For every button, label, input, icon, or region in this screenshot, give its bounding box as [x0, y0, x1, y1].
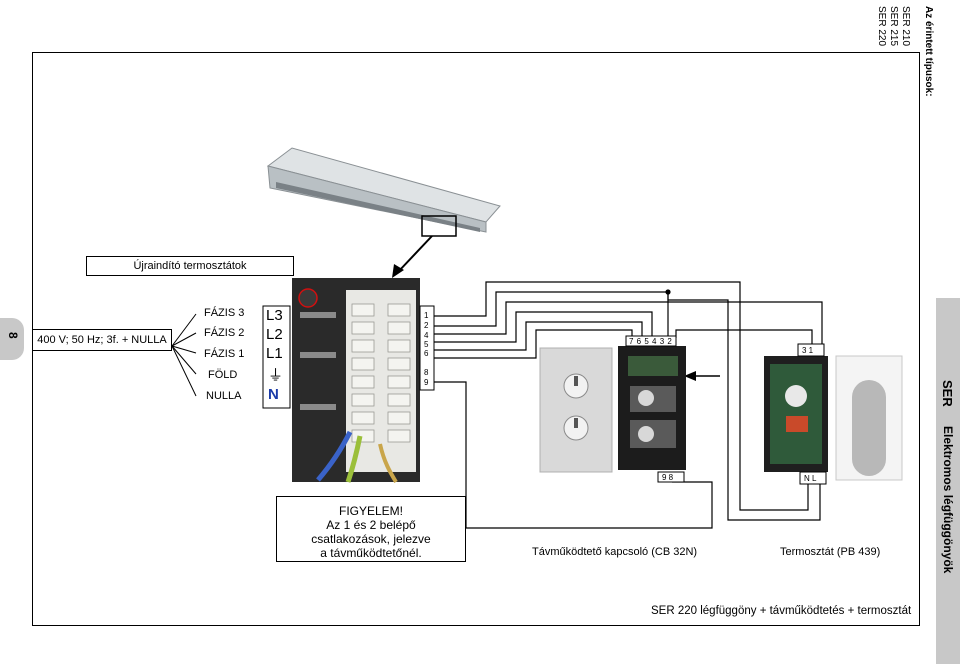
- terminal-number: 8: [424, 368, 429, 377]
- thermostat-bottom-terminals: N L: [804, 474, 817, 483]
- earth-symbol: ⏚: [268, 367, 284, 384]
- warning-title: FIGYELEM!: [338, 504, 403, 518]
- warning-box: FIGYELEM! Az 1 és 2 belépő csatlakozások…: [276, 496, 466, 562]
- phase-label: NULLA: [206, 390, 242, 402]
- phase-label: FÁZIS 2: [204, 327, 245, 339]
- restart-thermostats-label: Újraindító termosztátok: [86, 256, 294, 276]
- page-number-tab: [0, 318, 24, 360]
- remote-switch-bottom-terminals: 9 8: [662, 473, 674, 482]
- terminal-symbol: N: [268, 386, 279, 403]
- thermostat-cover: [835, 355, 903, 481]
- remote-switch-top-terminals: 7 6 5 4 3 2: [629, 337, 673, 346]
- terminal-block-photo: [292, 278, 420, 484]
- control-wires: [434, 281, 823, 529]
- terminal-number: 2: [424, 321, 429, 330]
- phase-label: FÁZIS 1: [204, 348, 245, 360]
- terminal-number: 9: [424, 378, 429, 387]
- terminal-number: 6: [424, 349, 429, 358]
- thermostat-top-terminals: 3 1: [802, 346, 814, 355]
- warning-line: a távműködtetőnél.: [320, 546, 422, 560]
- remote-switch-panel: [539, 347, 613, 473]
- thermostat-device: [764, 356, 828, 472]
- side-band: [936, 298, 960, 664]
- warning-line: csatlakozások, jelezve: [311, 532, 431, 546]
- terminal-number: 5: [424, 340, 429, 349]
- terminal-symbol: L2: [266, 326, 283, 343]
- terminal-symbol: L1: [266, 345, 283, 362]
- thermostat-caption: Termosztát (PB 439): [780, 546, 881, 558]
- terminal-symbol: L3: [266, 307, 283, 324]
- warning-line: Az 1 és 2 belépő: [326, 518, 416, 532]
- phase-label: FÖLD: [208, 369, 238, 381]
- air-curtain-unit: [266, 147, 501, 237]
- remote-switch-caption: Távműködtető kapcsoló (CB 32N): [532, 546, 698, 558]
- remote-switch-device: [618, 346, 686, 470]
- terminal-number: 4: [424, 331, 429, 340]
- supply-label: 400 V; 50 Hz; 3f. + NULLA: [32, 329, 172, 351]
- phase-label: FÁZIS 3: [204, 307, 245, 319]
- terminal-number: 1: [424, 311, 429, 320]
- footer-caption: SER 220 légfüggöny + távműködtetés + ter…: [651, 605, 912, 617]
- supply-fan-lines: [171, 313, 197, 397]
